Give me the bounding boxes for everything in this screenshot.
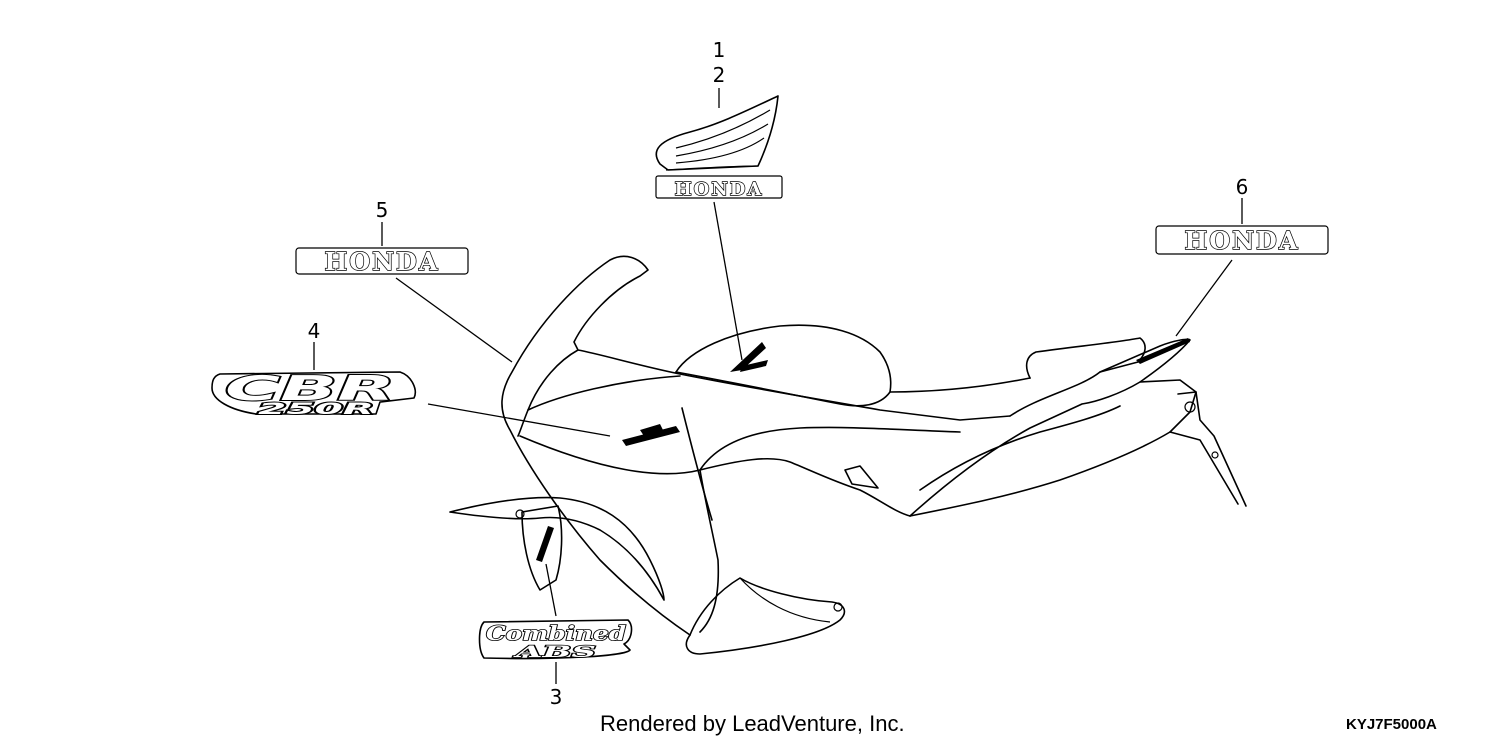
fuel-tank bbox=[675, 324, 1031, 393]
render-credit: Rendered by LeadVenture, Inc. bbox=[600, 711, 905, 736]
callout-1: 1 bbox=[713, 38, 726, 62]
callout-5: 5 bbox=[376, 198, 389, 222]
decal-markers bbox=[536, 338, 1190, 562]
front-fairing bbox=[501, 255, 1011, 636]
tank-wing-mark-icon bbox=[730, 342, 768, 372]
front-fender bbox=[449, 496, 665, 601]
model-sub-text: 250R bbox=[258, 399, 374, 418]
model-main-text: CBR bbox=[225, 369, 395, 409]
wing-brand-text: HONDA bbox=[675, 179, 764, 200]
leader-3-to-fender bbox=[545, 563, 557, 617]
leader-5-to-fairing bbox=[395, 277, 513, 363]
leader-wing-to-tank bbox=[713, 201, 743, 361]
abs-line2-text: ABS bbox=[512, 642, 596, 661]
side-brand-text: HONDA bbox=[325, 247, 440, 276]
callout-numbers: 1 2 3 4 5 6 bbox=[308, 38, 1249, 709]
rear-bracket bbox=[1177, 391, 1247, 507]
leader-4-to-fairing bbox=[427, 403, 611, 437]
leader-6-to-tail bbox=[1175, 259, 1233, 337]
callout-6: 6 bbox=[1236, 175, 1249, 199]
tail-cowl bbox=[909, 338, 1191, 517]
callout-4: 4 bbox=[308, 319, 321, 343]
diagram-code: KYJ7F5000A bbox=[1346, 716, 1437, 733]
callout-3: 3 bbox=[550, 685, 563, 709]
tail-stripe-mark-icon bbox=[1136, 338, 1190, 364]
rear-brand-text: HONDA bbox=[1185, 226, 1300, 255]
callout-2: 2 bbox=[713, 63, 726, 87]
motorcycle-body-outline bbox=[449, 255, 1247, 655]
cbr-model-emblem: CBR 250R bbox=[211, 368, 416, 419]
abs-line1-text: Combined bbox=[486, 621, 626, 645]
fender-abs-mark-icon bbox=[536, 526, 554, 562]
combined-abs-emblem: Combined ABS bbox=[478, 619, 633, 662]
tail-section bbox=[1009, 337, 1146, 417]
honda-wing-emblem: HONDA bbox=[655, 95, 783, 201]
fairing-stripe-mark-icon bbox=[622, 424, 680, 446]
honda-rear-emblem: HONDA bbox=[1155, 225, 1329, 256]
lower-cowl bbox=[685, 577, 846, 655]
wing-icon bbox=[655, 95, 779, 171]
leader-lines bbox=[313, 88, 1243, 684]
honda-side-emblem: HONDA bbox=[295, 246, 469, 277]
